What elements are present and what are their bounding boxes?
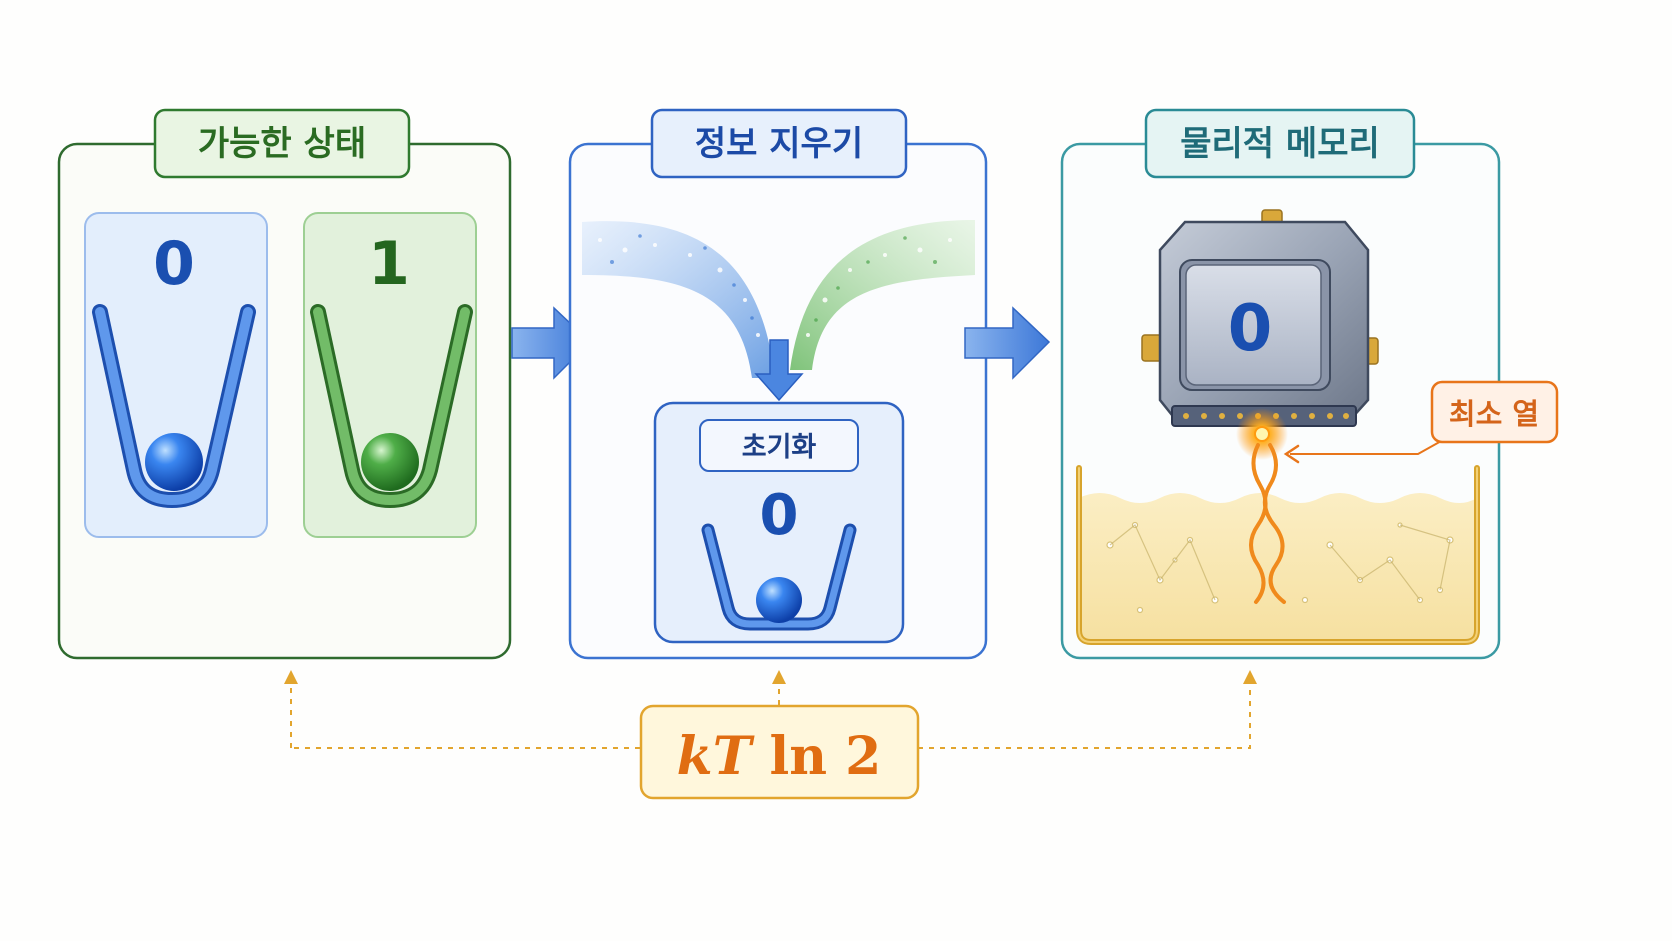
reset-label: 초기화 xyxy=(742,432,817,463)
heat-label-box xyxy=(1430,380,1559,444)
ball-1 xyxy=(361,433,419,491)
panel-title: 물리적 메모리 xyxy=(1180,124,1380,164)
panel-title-box xyxy=(1144,108,1416,179)
panel-title-box xyxy=(153,108,411,179)
ball-0 xyxy=(145,433,203,491)
panel-possible-states: 가능한 상태 0 1 xyxy=(57,108,512,660)
green-stream xyxy=(790,220,975,370)
panel-title: 가능한 상태 xyxy=(198,124,366,164)
connector-arrowhead-right xyxy=(1243,670,1257,684)
device-value: 0 xyxy=(1228,292,1273,366)
memory-device: 0 xyxy=(1141,209,1379,427)
formula-box xyxy=(639,704,920,800)
connector-arrowhead-left xyxy=(284,670,298,684)
bath-molecule-lines xyxy=(1109,524,1451,601)
merge-arrow xyxy=(754,339,804,402)
heat-label: 최소 열 xyxy=(1449,397,1539,431)
panel-memory: 물리적 메모리 xyxy=(1060,108,1559,660)
heat-wave-1 xyxy=(1249,443,1268,604)
panel-title-box xyxy=(650,108,908,179)
particles xyxy=(598,238,952,337)
blue-stream xyxy=(582,221,775,378)
reset-value: 0 xyxy=(760,483,799,548)
reset-ball xyxy=(756,577,802,623)
connector-arrowhead-mid xyxy=(772,670,786,684)
panel-title: 정보 지우기 xyxy=(695,124,863,164)
heat-wave-2 xyxy=(1262,443,1286,604)
reset-label-box xyxy=(699,419,859,472)
formula-group: kT ln 2 xyxy=(284,670,1257,800)
flow-arrow-2 xyxy=(964,306,1051,380)
heat-bath xyxy=(1079,493,1477,642)
state-0-label: 0 xyxy=(153,229,195,299)
connector-line xyxy=(290,674,1251,749)
formula: kT ln 2 xyxy=(677,726,882,787)
heat-callout-line xyxy=(1290,439,1444,455)
panel-erasure: 정보 지우기 초기화 0 xyxy=(568,108,988,660)
state-1-label: 1 xyxy=(368,229,410,299)
